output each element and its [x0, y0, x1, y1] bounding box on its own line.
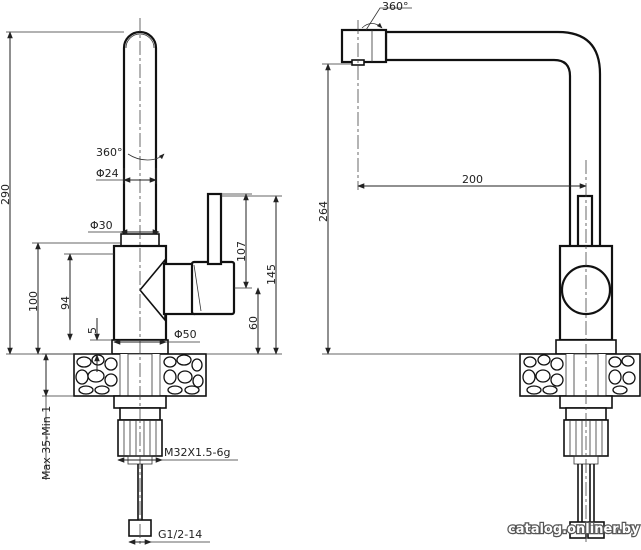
stone-texture-left [75, 354, 204, 395]
top-rotation-arrow [361, 22, 383, 29]
front-fitting-right [587, 521, 605, 539]
lever-handle [206, 192, 223, 266]
spout-height-label: 264 [317, 201, 330, 222]
height-290-label: 290 [0, 184, 12, 205]
lever-base-label: 145 [265, 264, 278, 285]
base-gap-label: 5 [86, 327, 99, 334]
l-spout [384, 30, 602, 264]
hose-thread-label: G1/2-14 [158, 528, 202, 541]
spout-rotation-label: 360° [96, 146, 123, 159]
top-rotation-leader [365, 7, 412, 31]
hub-facet [193, 264, 202, 312]
collar-diameter-label: Φ30 [90, 219, 113, 232]
lever-connector [162, 262, 196, 316]
lever-length-label: 107 [235, 241, 248, 262]
lever-axis-label: 60 [247, 316, 260, 330]
spout-top-cap [125, 33, 155, 49]
spout-rotation-arrow [127, 153, 165, 161]
spout-reach-label: 200 [462, 173, 483, 186]
base-diameter-label: Φ50 [174, 328, 197, 341]
stone-texture-right [522, 354, 636, 395]
countertop-thickness-label: Max 35-Min 1 [40, 406, 53, 480]
top-rotation-label: 360° [382, 0, 409, 13]
body-height-label: 100 [27, 291, 40, 312]
aerator-head [340, 28, 388, 64]
front-view: 360° 200 264 [317, 0, 641, 545]
side-view: 360° Φ24 Φ30 Φ50 290 100 94 5 [0, 18, 282, 545]
lever-offset-label: 94 [59, 296, 72, 310]
lever-hub [190, 260, 236, 316]
spout-diameter-label: Φ24 [96, 167, 119, 180]
watermark: catalog.onliner.by [508, 522, 640, 537]
thread-label: M32X1.5-6g [164, 446, 230, 459]
